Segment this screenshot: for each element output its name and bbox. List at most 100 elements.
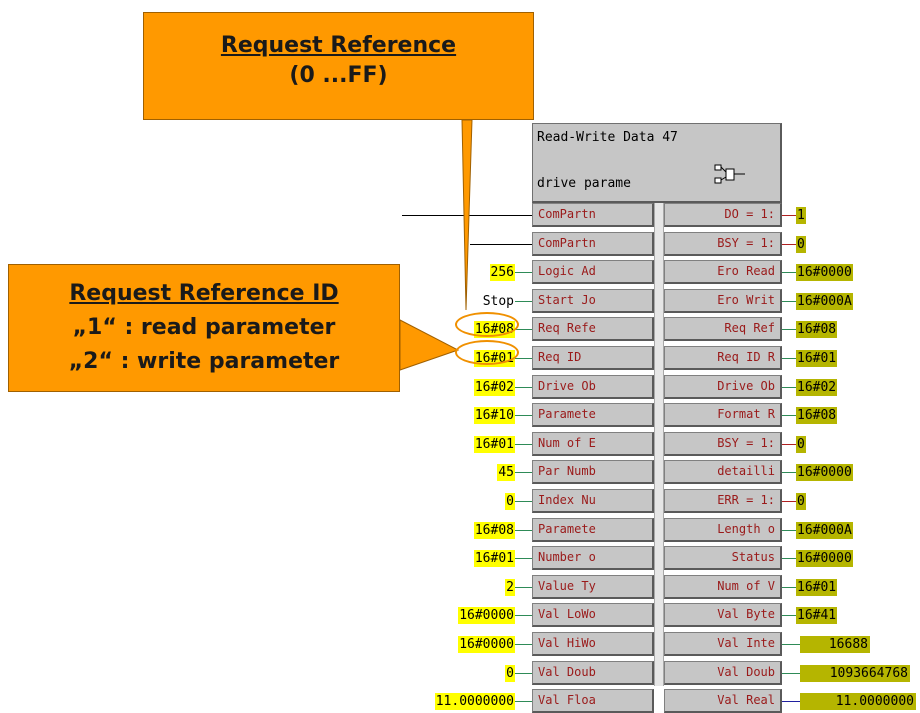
input-pin[interactable]: Number o	[532, 546, 654, 570]
input-pin[interactable]: ComPartn	[532, 203, 654, 227]
output-wire	[782, 673, 800, 674]
input-pin[interactable]: Req ID	[532, 346, 654, 370]
input-wire	[512, 472, 532, 473]
input-pin[interactable]: Val HiWo	[532, 632, 654, 656]
input-value[interactable]: 16#02	[473, 379, 515, 396]
output-value[interactable]: 16#0000	[796, 550, 853, 567]
output-wire	[782, 530, 796, 531]
input-pin[interactable]: Index Nu	[532, 489, 654, 513]
input-pin[interactable]: Logic Ad	[532, 260, 654, 284]
output-pin[interactable]: BSY = 1:	[664, 232, 782, 256]
output-wire	[782, 501, 796, 502]
output-wire	[782, 329, 796, 330]
callout-request-reference-id-title: Request Reference ID	[69, 281, 339, 306]
output-pin[interactable]: Val Doub	[664, 661, 782, 685]
output-pin[interactable]: Num of V	[664, 575, 782, 599]
output-value[interactable]: 16#08	[796, 321, 838, 338]
output-value[interactable]: 0	[796, 236, 806, 253]
output-pin[interactable]: Format R	[664, 403, 782, 427]
output-pin[interactable]: Val Byte	[664, 603, 782, 627]
output-wire	[782, 615, 796, 616]
input-value[interactable]: Stop	[481, 293, 515, 310]
output-pin[interactable]: Req Ref	[664, 317, 782, 341]
output-value[interactable]: 16#01	[796, 350, 838, 367]
output-pin[interactable]: Val Inte	[664, 632, 782, 656]
output-wire	[782, 701, 800, 702]
input-pin[interactable]: Start Jo	[532, 289, 654, 313]
input-pin[interactable]: Val LoWo	[532, 603, 654, 627]
output-wire	[782, 301, 796, 302]
output-wire	[782, 587, 796, 588]
output-value[interactable]: 11.0000000	[800, 693, 916, 710]
output-pin[interactable]: Status	[664, 546, 782, 570]
output-value[interactable]: 16#01	[796, 579, 838, 596]
output-value[interactable]: 16#0000	[796, 264, 853, 281]
output-pin[interactable]: detailli	[664, 460, 782, 484]
output-pin[interactable]: Drive Ob	[664, 375, 782, 399]
input-value[interactable]: 2	[505, 579, 515, 596]
output-wire	[782, 644, 800, 645]
highlight-req-refe-value	[455, 312, 519, 337]
input-wire	[512, 615, 532, 616]
output-value[interactable]: 1	[796, 207, 806, 224]
function-block-header[interactable]: Read-Write Data 47 drive parame	[532, 123, 782, 203]
output-value[interactable]: 16#08	[796, 407, 838, 424]
output-pin[interactable]: BSY = 1:	[664, 432, 782, 456]
output-pin[interactable]: Ero Writ	[664, 289, 782, 313]
output-wire	[782, 358, 796, 359]
output-pin[interactable]: Length o	[664, 518, 782, 542]
input-value[interactable]: 16#01	[473, 550, 515, 567]
output-pin[interactable]: Ero Read	[664, 260, 782, 284]
input-pin[interactable]: ComPartn	[532, 232, 654, 256]
output-value[interactable]: 16#02	[796, 379, 838, 396]
input-wire	[512, 415, 532, 416]
input-value[interactable]: 0	[505, 665, 515, 682]
input-pin[interactable]: Num of E	[532, 432, 654, 456]
output-pin[interactable]: Req ID R	[664, 346, 782, 370]
callout-request-reference-range: (0 ...FF)	[289, 63, 388, 88]
input-pin[interactable]: Value Ty	[532, 575, 654, 599]
input-value[interactable]: 16#10	[473, 407, 515, 424]
output-pin[interactable]: DO = 1:	[664, 203, 782, 227]
output-value[interactable]: 16#0000	[796, 464, 853, 481]
input-pin[interactable]: Val Doub	[532, 661, 654, 685]
input-wire	[512, 329, 532, 330]
input-wire	[512, 673, 532, 674]
output-pin[interactable]: ERR = 1:	[664, 489, 782, 513]
input-pin[interactable]: Paramete	[532, 403, 654, 427]
input-value[interactable]: 45	[497, 464, 515, 481]
output-value[interactable]: 1093664768	[800, 665, 910, 682]
input-wire	[512, 587, 532, 588]
input-value[interactable]: 256	[489, 264, 515, 281]
input-pin[interactable]: Paramete	[532, 518, 654, 542]
input-pin[interactable]: Drive Ob	[532, 375, 654, 399]
output-pin[interactable]: Val Real	[664, 689, 782, 713]
output-value[interactable]: 16688	[800, 636, 870, 653]
input-wire	[512, 301, 532, 302]
input-value[interactable]: 16#01	[473, 436, 515, 453]
block-title: Read-Write Data 47	[537, 130, 678, 145]
input-value[interactable]: 16#0000	[458, 607, 515, 624]
input-pin[interactable]: Req Refe	[532, 317, 654, 341]
input-value[interactable]: 16#0000	[458, 636, 515, 653]
output-value[interactable]: 0	[796, 493, 806, 510]
input-wire	[512, 387, 532, 388]
output-value[interactable]: 16#000A	[796, 293, 853, 310]
input-wire	[512, 358, 532, 359]
input-value[interactable]: 16#08	[473, 522, 515, 539]
highlight-req-id-value	[455, 340, 519, 365]
output-value[interactable]: 16#000A	[796, 522, 853, 539]
input-value[interactable]: 11.0000000	[434, 693, 515, 710]
callout-request-reference-id-line2: „2“ : write parameter	[68, 349, 340, 374]
output-value[interactable]: 0	[796, 436, 806, 453]
input-pin[interactable]: Val Floa	[532, 689, 654, 713]
block-subtitle: drive parame	[537, 176, 631, 191]
input-wire	[512, 501, 532, 502]
input-wire	[512, 444, 532, 445]
output-value[interactable]: 16#41	[796, 607, 838, 624]
input-value[interactable]: 0	[505, 493, 515, 510]
input-pin[interactable]: Par Numb	[532, 460, 654, 484]
input-wire	[512, 272, 532, 273]
output-wire	[782, 244, 796, 245]
callout-request-reference: Request Reference (0 ...FF)	[143, 12, 534, 120]
